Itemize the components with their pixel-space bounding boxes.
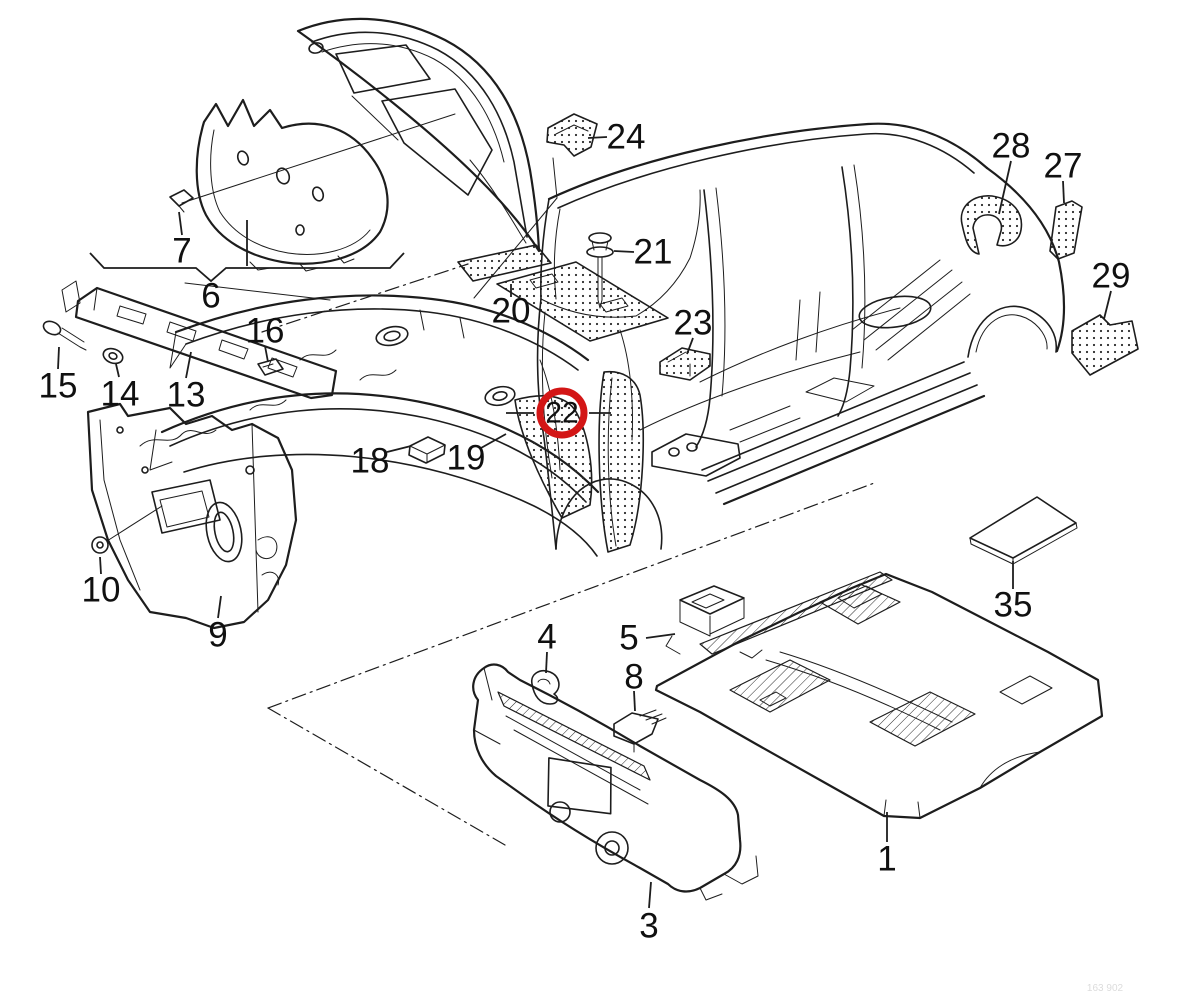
leader-line xyxy=(89,252,405,283)
part-number-text: 1 xyxy=(877,840,896,879)
clip-24-art xyxy=(473,113,598,299)
part-number-text: 16 xyxy=(246,312,285,351)
floor-pan-art xyxy=(149,294,600,557)
leader-line xyxy=(115,363,120,378)
part-label-19[interactable]: 19 xyxy=(447,433,507,478)
part-label-21[interactable]: 21 xyxy=(613,233,673,272)
hood-liner-art xyxy=(181,98,456,272)
clip-7-art xyxy=(169,189,194,213)
part-label-13[interactable]: 13 xyxy=(167,351,206,415)
leader-line xyxy=(998,160,1012,215)
horseshoe-pad-28-art xyxy=(960,195,1023,255)
hood-panel-art xyxy=(296,17,541,253)
part-number-text: 6 xyxy=(201,277,220,316)
patch-pad-29-art xyxy=(1071,314,1139,376)
part-label-10[interactable]: 10 xyxy=(82,556,121,610)
part-label-7[interactable]: 7 xyxy=(172,211,192,271)
leader-line xyxy=(1103,290,1112,320)
part-number-text: 4 xyxy=(537,618,556,657)
part-number-text: 21 xyxy=(634,233,673,272)
highlight-circle xyxy=(536,387,588,439)
part-label-27[interactable]: 27 xyxy=(1044,147,1083,204)
part-label-14[interactable]: 14 xyxy=(101,363,140,414)
clip-16-art xyxy=(257,358,284,376)
pillar-pad-22-art xyxy=(598,370,644,553)
leader-line xyxy=(480,433,507,449)
part-number-text: 5 xyxy=(619,619,638,658)
bracket-8-art xyxy=(613,709,667,753)
part-label-23[interactable]: 23 xyxy=(674,304,713,355)
part-number-text: 14 xyxy=(101,375,140,414)
part-label-24[interactable]: 24 xyxy=(587,118,646,157)
construction-lines xyxy=(261,263,878,846)
part-label-35[interactable]: 35 xyxy=(994,561,1033,625)
leader-line xyxy=(386,445,412,453)
part-label-3[interactable]: 3 xyxy=(639,881,659,946)
part-label-6[interactable]: 6 xyxy=(89,220,405,316)
bracket-23-art xyxy=(659,347,711,381)
part-label-29[interactable]: 29 xyxy=(1092,257,1131,320)
floor-carpet-1-art xyxy=(654,571,1104,820)
part-number-text: 20 xyxy=(492,292,531,331)
leader-line xyxy=(57,346,60,370)
part-label-18[interactable]: 18 xyxy=(351,442,412,481)
part-number-text: 18 xyxy=(351,442,390,481)
leader-line xyxy=(1062,180,1065,204)
cowl-insulation-20-art xyxy=(457,244,669,342)
watermark-code: 163 902 xyxy=(1087,983,1124,994)
part-label-28[interactable]: 28 xyxy=(992,127,1031,215)
part-number-text: 28 xyxy=(992,127,1031,166)
grommet-10-art xyxy=(91,505,163,554)
grommet-14-art xyxy=(102,347,124,365)
part-number-text: 35 xyxy=(994,586,1033,625)
leader-line xyxy=(587,136,608,139)
leader-line xyxy=(545,651,548,674)
leader-line xyxy=(648,881,652,909)
part-number-text: 8 xyxy=(624,658,643,697)
part-number-text: 29 xyxy=(1092,257,1131,296)
part-number-text: 22 xyxy=(545,397,578,430)
part-number-text: 10 xyxy=(82,571,121,610)
bracket-5-art xyxy=(665,585,763,659)
grommet-4-art xyxy=(530,669,560,705)
part-number-text: 27 xyxy=(1044,147,1083,186)
part-label-15[interactable]: 15 xyxy=(39,346,78,406)
part-label-1[interactable]: 1 xyxy=(877,812,897,879)
insulation-panel-9-art xyxy=(86,402,298,630)
part-number-text: 15 xyxy=(39,367,78,406)
rivet-21-art xyxy=(586,232,614,309)
part-label-8[interactable]: 8 xyxy=(624,658,644,712)
part-label-20[interactable]: 20 xyxy=(492,284,531,331)
leader-line xyxy=(645,633,676,639)
part-number-text: 19 xyxy=(447,439,486,478)
diagram-line-art: 163 902 xyxy=(42,17,1139,994)
leader-line xyxy=(178,211,183,236)
leader-line xyxy=(185,351,192,379)
leader-line xyxy=(613,250,635,253)
part-label-9[interactable]: 9 xyxy=(208,595,228,655)
part-number-text: 23 xyxy=(674,304,713,343)
dash-panel-3-art xyxy=(472,663,759,901)
leader-line xyxy=(264,345,269,363)
part-number-text: 3 xyxy=(639,907,658,946)
screw-15-art xyxy=(42,320,87,351)
part-label-22[interactable]: 22 xyxy=(506,387,611,439)
strip-pad-27-art xyxy=(1049,200,1083,260)
part-label-4[interactable]: 4 xyxy=(537,618,557,674)
leader-line xyxy=(686,337,694,355)
leader-line xyxy=(633,690,636,712)
leader-line xyxy=(217,595,222,619)
part-label-16[interactable]: 16 xyxy=(246,312,285,363)
flat-pad-35-art xyxy=(969,496,1078,565)
part-number-text: 24 xyxy=(607,118,646,157)
tunnel-pad-19-art xyxy=(514,395,593,519)
part-number-text: 9 xyxy=(208,616,227,655)
leader-line xyxy=(99,556,102,575)
part-number-text: 7 xyxy=(172,232,191,271)
part-label-5[interactable]: 5 xyxy=(619,619,676,658)
part-number-text: 13 xyxy=(167,376,206,415)
